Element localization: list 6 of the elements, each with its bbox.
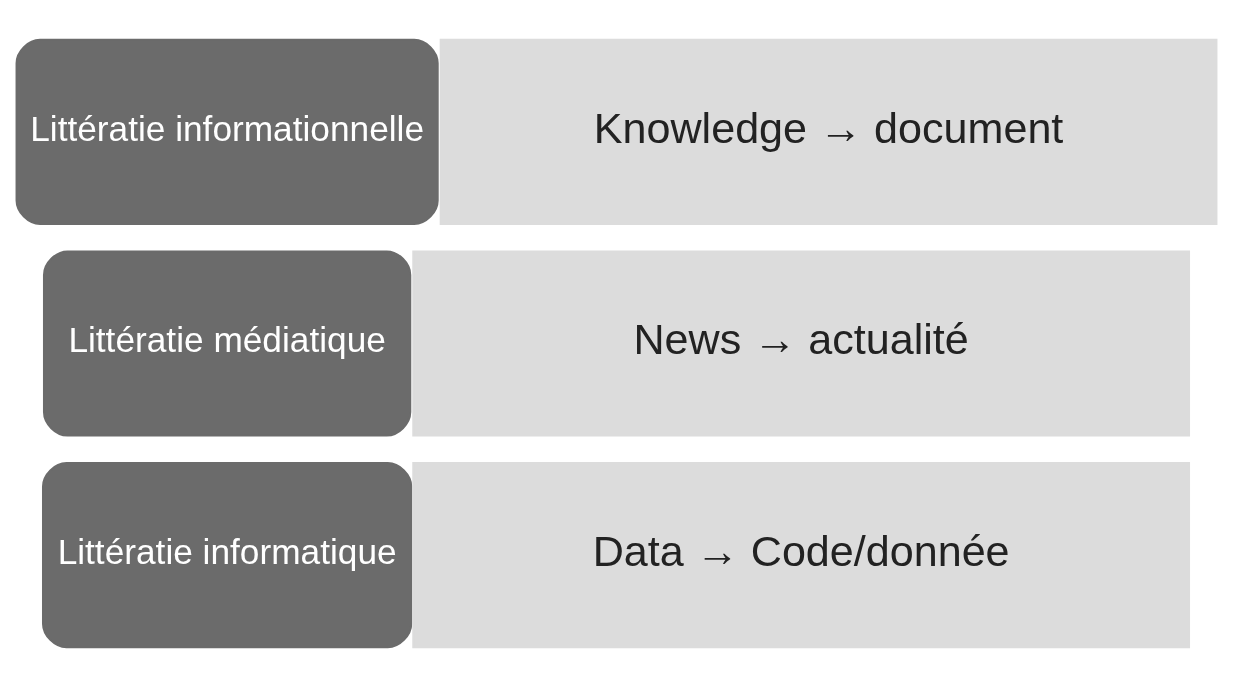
node-box: Littératie informatique [42, 461, 413, 648]
node-box: Data → Code/donnée [412, 461, 1191, 648]
node-box: Littératie informationnelle [15, 38, 439, 225]
node-box: Knowledge → document [439, 38, 1218, 225]
node-box: Littératie médiatique [42, 249, 412, 437]
node-box: News → actualité [412, 249, 1191, 437]
